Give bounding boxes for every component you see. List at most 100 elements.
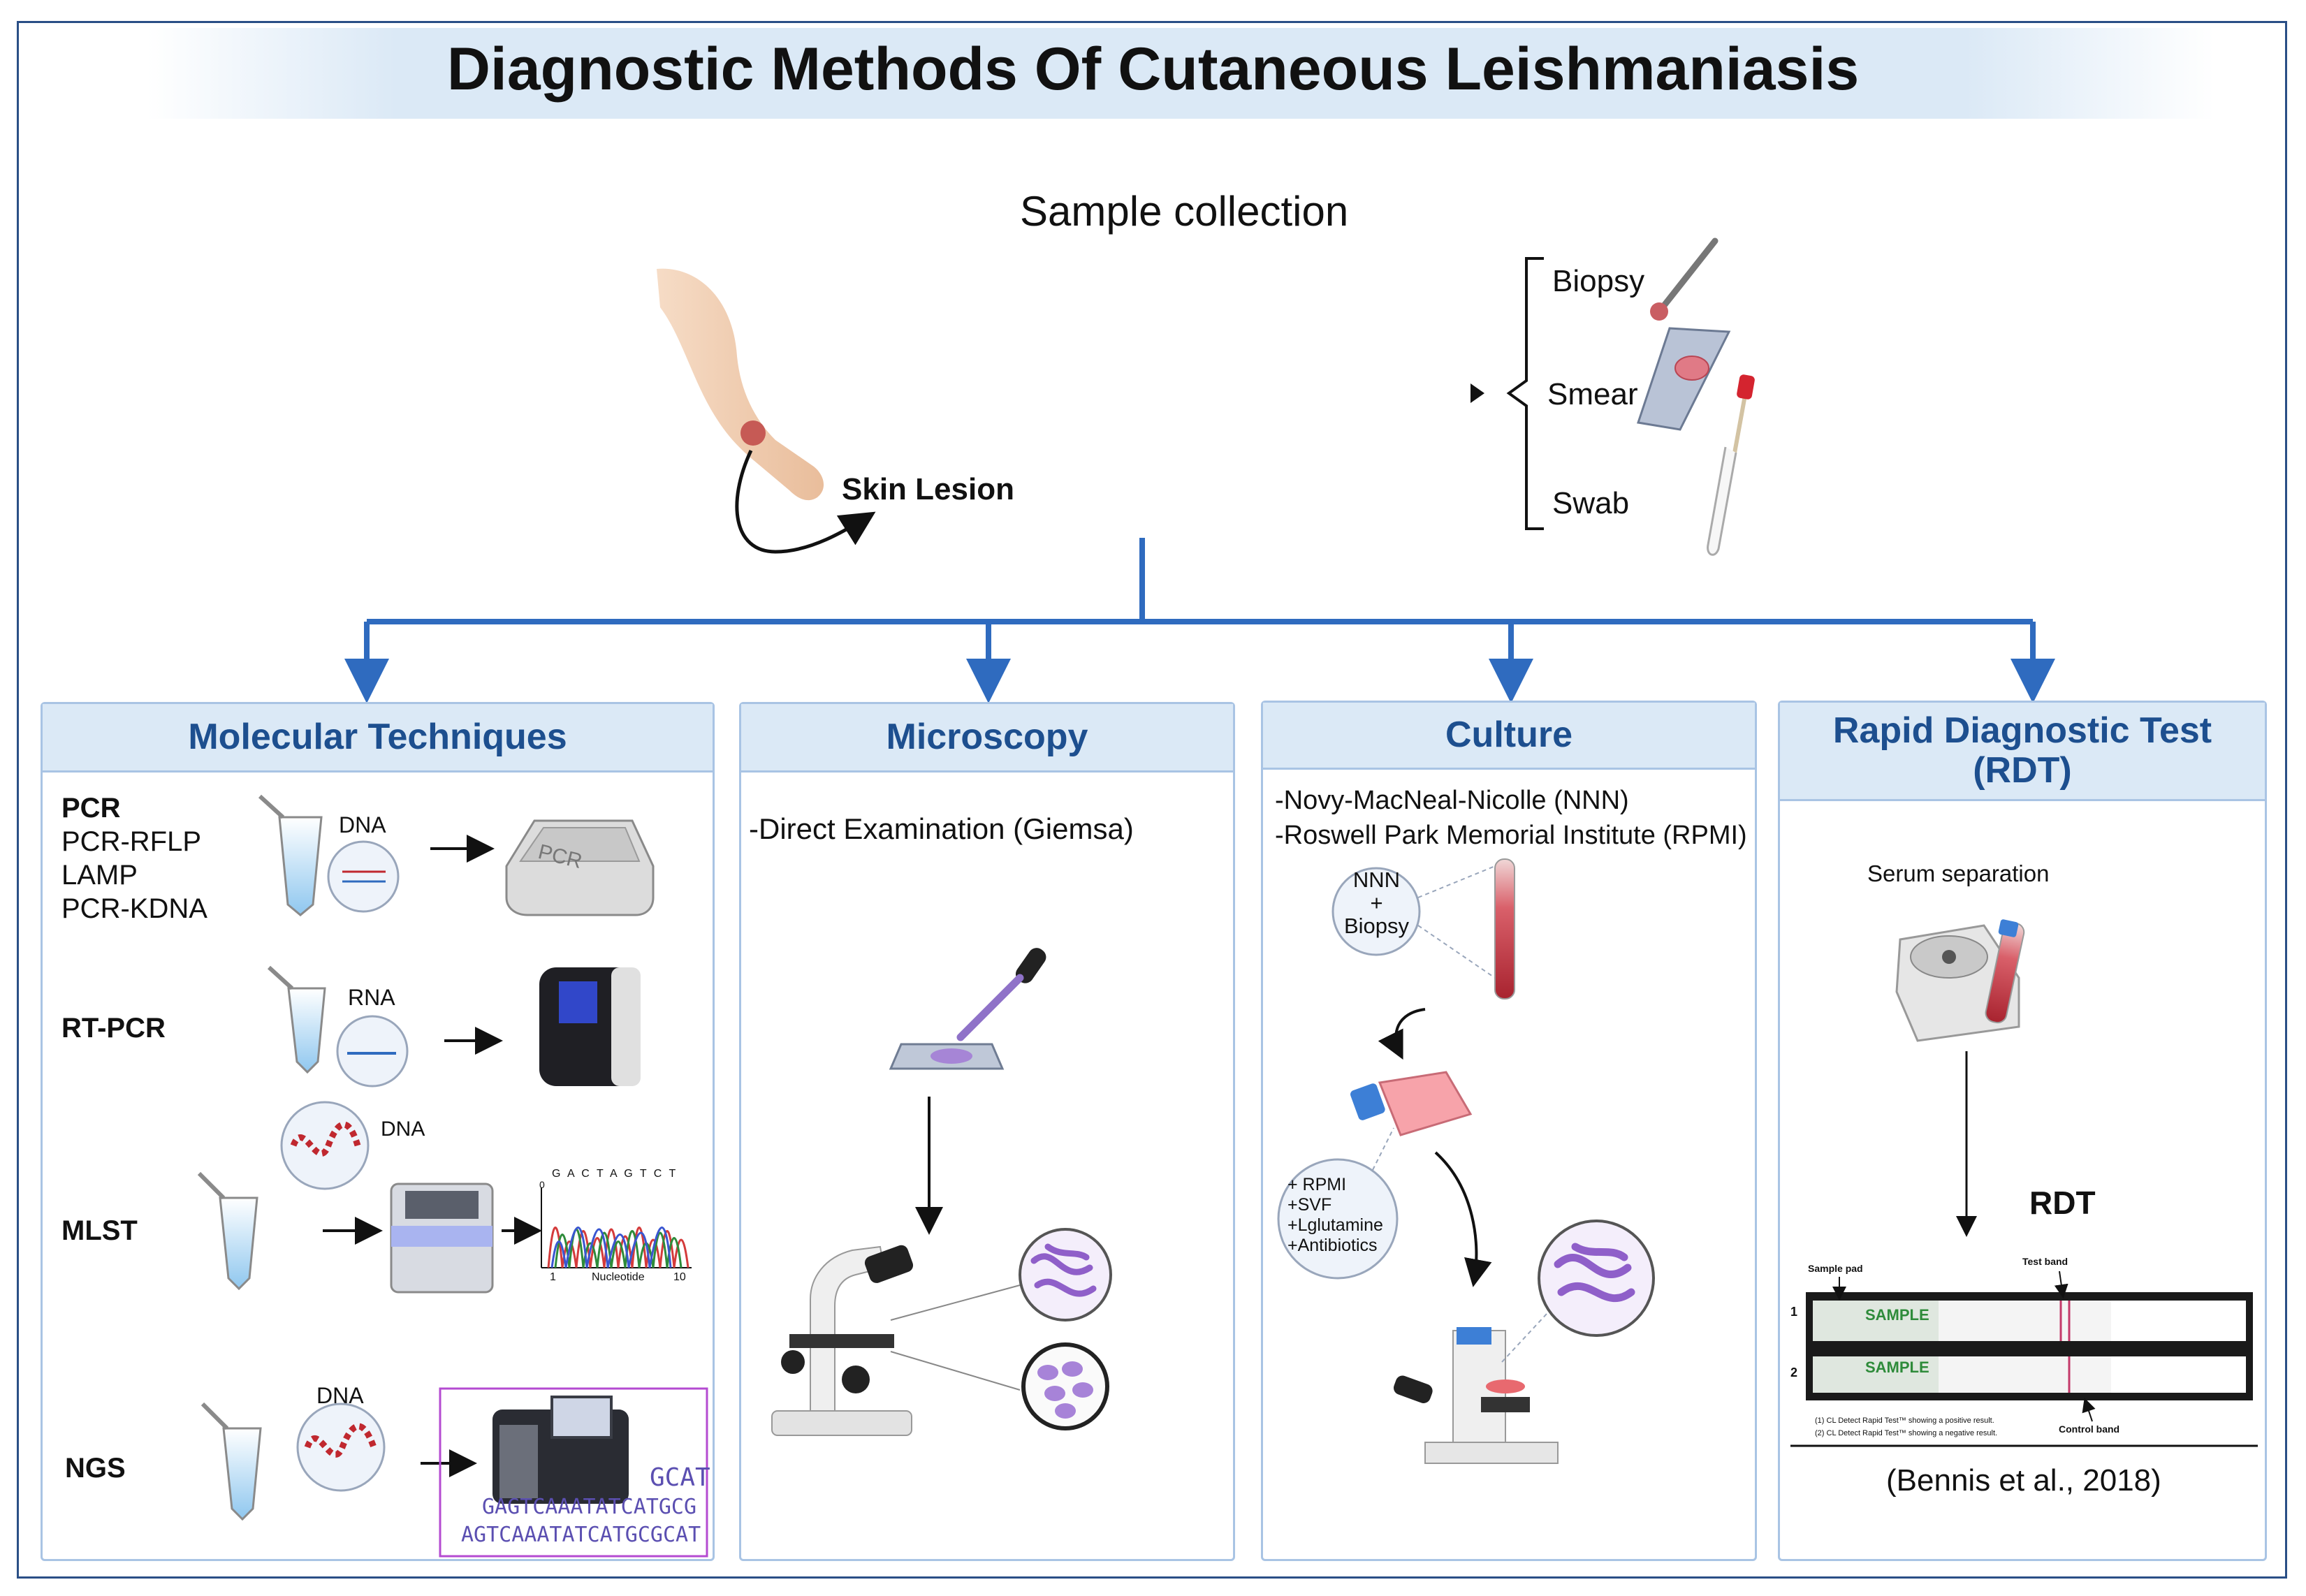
pcr-dna-label: DNA	[339, 812, 386, 837]
rdt-heading-line-2: (RDT)	[1973, 750, 2072, 791]
nnn-line-3: Biopsy	[1343, 914, 1410, 938]
culture-arrow-2	[1434, 1151, 1492, 1287]
test-band-label: Test band	[2022, 1256, 2068, 1267]
mlst-dna-coil-icon	[290, 1121, 361, 1157]
samples-bracket	[1506, 257, 1544, 530]
pcr-label: PCR	[61, 793, 121, 823]
sample-biopsy-label: Biopsy	[1552, 264, 1645, 298]
strip-1-text: SAMPLE	[1865, 1306, 1929, 1324]
ngs-sequencer-icon	[492, 1396, 629, 1504]
connector-tree	[344, 538, 2055, 703]
mlst-tube-icon	[197, 1171, 258, 1291]
skin-lesion-label: Skin Lesion	[842, 472, 1014, 506]
swab-icon	[1707, 374, 1755, 556]
giemsa-slide-icon	[889, 1043, 1005, 1070]
sample-collection-heading: Sample collection	[1020, 188, 1349, 235]
sequencer-icon	[390, 1183, 494, 1294]
pcr-tube-icon	[258, 794, 323, 916]
pcr-machine-icon	[505, 819, 655, 916]
mlst-axis-label: Nucleotide	[592, 1271, 645, 1283]
microscope-icon	[771, 1245, 914, 1436]
smear-slide-icon	[1637, 327, 1731, 431]
strip-2-text: SAMPLE	[1865, 1359, 1929, 1376]
biopsy-tool-icon	[1650, 237, 1718, 321]
lesion-pointer-arrow	[735, 449, 876, 554]
rdt-citation: (Bennis et al., 2018)	[1886, 1463, 2161, 1498]
rtpcr-label: RT-PCR	[61, 1013, 166, 1044]
rpmi-line-2: +SVF	[1287, 1195, 1332, 1215]
nnn-line-2: +	[1370, 891, 1383, 915]
zoom-line-1	[890, 1284, 1021, 1321]
rpmi-line-1: + RPMI	[1287, 1175, 1347, 1194]
zoom-line-2	[890, 1351, 1021, 1391]
culture-heading: Culture	[1263, 703, 1755, 770]
mlst-axis-start: 1	[550, 1271, 556, 1283]
blood-tube-icon	[1985, 919, 2025, 1024]
ngs-seq-line-1: GCAT	[650, 1463, 710, 1492]
microscopy-item: -Direct Examination (Giemsa)	[749, 812, 1134, 845]
amastigote-zoom-icon	[1021, 1342, 1109, 1430]
rdt-note-2: (2) CL Detect Rapid Test™ showing a nega…	[1815, 1429, 1998, 1437]
mlst-sequence-label: G A C T A G T C T	[552, 1168, 678, 1180]
serum-separation-label: Serum separation	[1867, 861, 2050, 886]
lamp-label: LAMP	[61, 860, 138, 891]
culture-panel: Culture	[1261, 701, 1757, 1561]
control-band-label: Control band	[2059, 1423, 2120, 1435]
sample-smear-label: Smear	[1547, 377, 1638, 411]
culture-zoom-line	[1501, 1312, 1548, 1363]
culture-tube-icon	[1494, 858, 1515, 1000]
promastigote-zoom-icon	[1019, 1228, 1112, 1322]
rtpcr-tube-icon	[267, 965, 326, 1074]
dropper-icon	[956, 948, 1046, 1041]
rdt-strip-photo	[1806, 1292, 2253, 1400]
rpmi-line-4: +Antibiotics	[1287, 1236, 1378, 1255]
arm-illustration	[657, 268, 824, 501]
ngs-seq-line-3: AGTCAAATATCATGCGCAT	[461, 1523, 701, 1547]
culture-item-rpmi: -Roswell Park Memorial Institute (RPMI)	[1275, 821, 1747, 850]
ngs-tube-icon	[200, 1402, 262, 1521]
nnn-line-1: NNN	[1352, 867, 1401, 892]
rpmi-bubble	[1277, 1158, 1399, 1280]
pcr-kdna-label: PCR-KDNA	[61, 893, 207, 924]
rdt-heading-line-1: Rapid Diagnostic Test	[1832, 710, 2212, 751]
figure-title: Diagnostic Methods Of Cutaneous Leishman…	[446, 36, 1860, 103]
rdt-note-1: (1) CL Detect Rapid Test™ showing a posi…	[1815, 1416, 1994, 1425]
rdt-heading: Rapid Diagnostic Test (RDT)	[1780, 703, 2265, 801]
ngs-label: NGS	[65, 1453, 126, 1484]
mlst-axis-end: 10	[673, 1271, 686, 1283]
rpmi-bubble-text: + RPMI +SVF +Lglutamine +Antibiotics	[1287, 1175, 1383, 1256]
ngs-dna-coil-icon	[304, 1423, 377, 1458]
dna-strand-icon	[342, 870, 386, 883]
nnn-zoom-line-1	[1417, 865, 1496, 898]
pcr-rflp-label: PCR-RFLP	[61, 826, 202, 857]
sample-swab-label: Swab	[1552, 486, 1630, 520]
rdt-label: RDT	[2029, 1185, 2096, 1221]
pcr-dna-bubble	[327, 840, 400, 913]
rtpcr-rna-label: RNA	[348, 985, 395, 1010]
rtpcr-rna-bubble	[336, 1015, 409, 1088]
strip-number-2: 2	[1790, 1366, 1798, 1379]
sample-pad-label: Sample pad	[1808, 1263, 1863, 1274]
control-band-pointer	[2082, 1398, 2096, 1422]
test-band-pointer	[2054, 1271, 2068, 1298]
figure-frame	[17, 21, 2287, 1579]
mlst-dna-label: DNA	[381, 1118, 425, 1141]
strip-number-1: 1	[1790, 1305, 1798, 1319]
molecular-heading: Molecular Techniques	[43, 704, 713, 773]
culture-item-nnn: -Novy-MacNeal-Nicolle (NNN)	[1275, 786, 1629, 815]
ngs-seq-line-2: GAGTCAAATATCATGCG	[482, 1495, 697, 1519]
title-band	[147, 28, 2214, 119]
nnn-zoom-line-2	[1417, 925, 1496, 979]
nnn-bubble-text: NNN + Biopsy	[1333, 868, 1420, 937]
culture-arrow-1	[1378, 1008, 1426, 1060]
culture-zoom-icon	[1538, 1220, 1655, 1337]
mlst-axis-zero: 0	[539, 1179, 545, 1190]
lesion-spot	[740, 420, 766, 446]
microscopy-panel: Microscopy	[739, 702, 1235, 1561]
rdt-panel: Rapid Diagnostic Test (RDT)	[1778, 701, 2267, 1561]
